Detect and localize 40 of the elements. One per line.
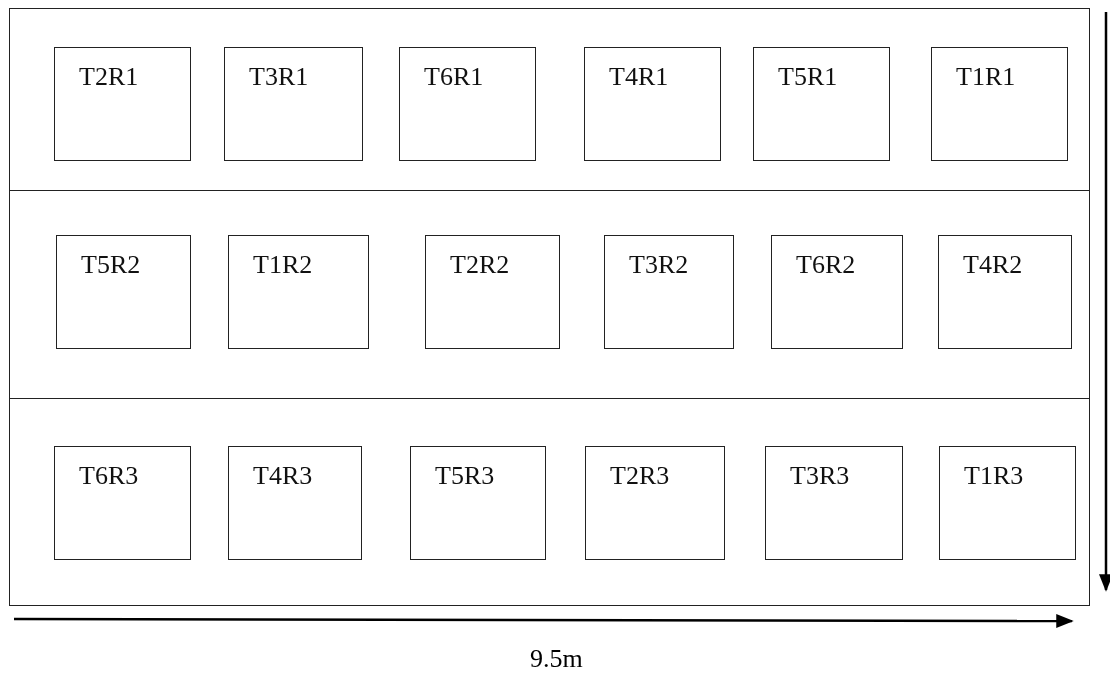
plot-box — [224, 47, 363, 161]
plot-box — [410, 446, 546, 560]
plot-box — [56, 235, 191, 349]
plot-label: T4R1 — [609, 62, 669, 92]
dimension-label: 9.5m — [530, 644, 583, 674]
field-strip — [9, 398, 1090, 606]
plot-box — [425, 235, 560, 349]
plot-box — [931, 47, 1068, 161]
plot-box — [399, 47, 536, 161]
plot-box — [753, 47, 890, 161]
plot-box — [771, 235, 903, 349]
plot-label: T1R3 — [964, 461, 1024, 491]
plot-box — [54, 47, 191, 161]
plot-box — [585, 446, 725, 560]
plot-box — [228, 446, 362, 560]
plot-label: T2R3 — [610, 461, 670, 491]
plot-box — [765, 446, 903, 560]
plot-label: T4R2 — [963, 250, 1023, 280]
plot-box — [604, 235, 734, 349]
plot-label: T1R2 — [253, 250, 313, 280]
plot-label: T5R3 — [435, 461, 495, 491]
field-strip — [9, 8, 1090, 192]
plot-box — [54, 446, 191, 560]
plot-label: T6R1 — [424, 62, 484, 92]
plot-label: T1R1 — [956, 62, 1016, 92]
plot-box — [939, 446, 1076, 560]
plot-label: T3R1 — [249, 62, 309, 92]
plot-label: T4R3 — [253, 461, 313, 491]
plot-label: T5R2 — [81, 250, 141, 280]
plot-label: T2R1 — [79, 62, 139, 92]
plot-box — [584, 47, 721, 161]
plot-label: T6R3 — [79, 461, 139, 491]
plot-label: T5R1 — [778, 62, 838, 92]
plot-label: T3R2 — [629, 250, 689, 280]
plot-label: T2R2 — [450, 250, 510, 280]
plot-label: T3R3 — [790, 461, 850, 491]
plot-label: T6R2 — [796, 250, 856, 280]
plot-box — [228, 235, 369, 349]
plot-box — [938, 235, 1072, 349]
field-strip — [9, 190, 1090, 400]
